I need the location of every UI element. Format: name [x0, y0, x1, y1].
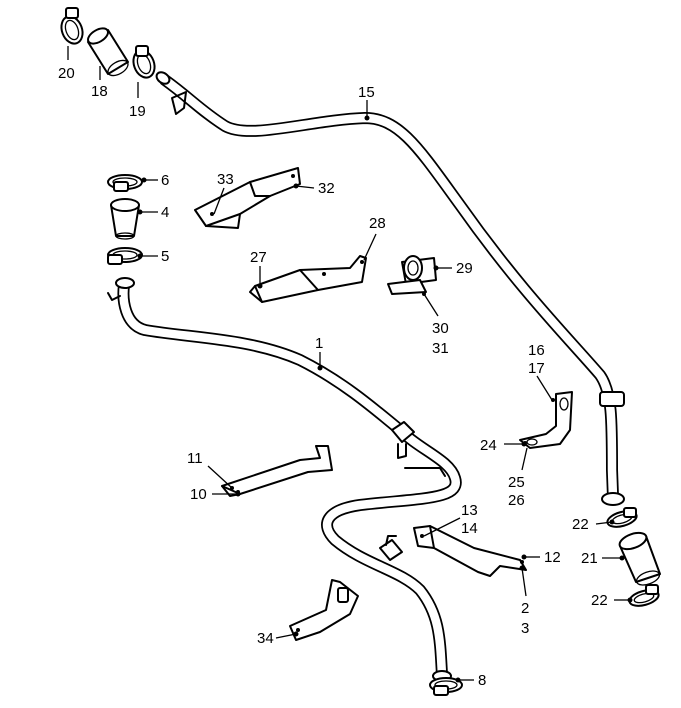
callout-13: 13 [461, 502, 478, 519]
callout-26: 26 [508, 492, 525, 509]
clamp-20 [60, 7, 84, 45]
callout-31: 31 [432, 340, 449, 357]
callout-30: 30 [432, 320, 449, 337]
callout-22-upper: 22 [572, 516, 589, 533]
callout-19: 19 [129, 103, 146, 120]
bracket-32 [194, 167, 301, 229]
bracket-16 [519, 391, 573, 449]
callout-15: 15 [358, 84, 375, 101]
callout-3: 3 [521, 620, 529, 637]
callout-33: 33 [217, 171, 234, 188]
clamp-22-lower [628, 584, 660, 607]
callout-24: 24 [480, 437, 497, 454]
hose-21 [618, 531, 661, 586]
hose-4 [110, 198, 140, 240]
callout-34: 34 [257, 630, 274, 647]
callout-14: 14 [461, 520, 478, 537]
bracket-34 [289, 579, 359, 641]
callout-4: 4 [161, 204, 169, 221]
pipe-15 [155, 71, 625, 506]
bracket-10 [221, 445, 333, 497]
callout-8: 8 [478, 672, 486, 689]
clamp-19 [132, 45, 156, 79]
hose-18 [87, 27, 129, 77]
clamp-8 [429, 677, 463, 696]
callout-27: 27 [250, 249, 267, 266]
callout-21: 21 [581, 550, 598, 567]
callout-labels: 20 18 19 15 6 4 5 33 32 27 28 29 30 31 1… [58, 65, 608, 689]
clamp-22-upper [606, 507, 638, 528]
callout-5: 5 [161, 248, 169, 265]
callout-2: 2 [521, 600, 529, 617]
leader-lines [67, 46, 633, 683]
clip-29 [387, 255, 437, 296]
callout-11: 11 [187, 450, 203, 467]
pipe-1 [107, 277, 462, 682]
bracket-12 [413, 525, 527, 577]
callout-25: 25 [508, 474, 525, 491]
callout-22-lower: 22 [591, 592, 608, 609]
callout-12: 12 [544, 549, 561, 566]
callout-29: 29 [456, 260, 473, 277]
callout-32: 32 [318, 180, 335, 197]
callout-6: 6 [161, 172, 169, 189]
callout-10: 10 [190, 486, 207, 503]
callout-28: 28 [369, 215, 386, 232]
callout-18: 18 [91, 83, 108, 100]
callout-16: 16 [528, 342, 545, 359]
clamp-6 [107, 174, 143, 192]
clamp-5 [107, 247, 143, 265]
callout-1: 1 [315, 335, 323, 352]
callout-17: 17 [528, 360, 545, 377]
bracket-27 [249, 255, 367, 303]
callout-20: 20 [58, 65, 75, 82]
